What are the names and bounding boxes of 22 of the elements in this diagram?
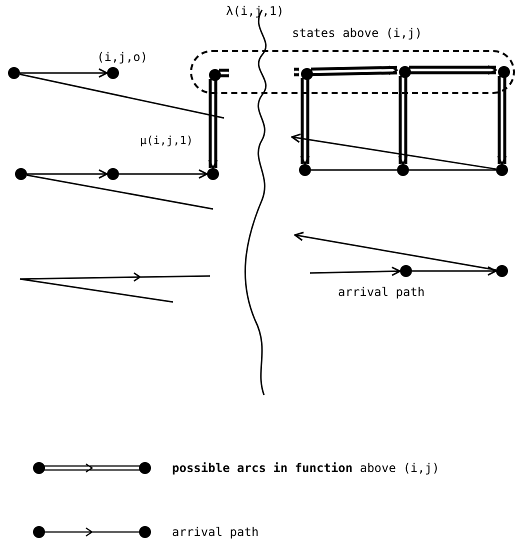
arrow-line (20, 68, 108, 78)
edge-label: μ(i,j,1) (140, 133, 193, 150)
arrow-line (412, 266, 497, 276)
arrow-line (27, 169, 108, 179)
double-arrow-line (300, 76, 310, 166)
double-arrow-line (408, 65, 498, 75)
double-arrow-line (292, 68, 300, 76)
arrow-line (291, 134, 496, 170)
text-label: λ(i,j,1) (226, 3, 284, 20)
legend-text: arrival path (172, 524, 259, 539)
node-caption: (i,j,o) (97, 49, 148, 66)
arrow-line (119, 169, 208, 179)
legend-text: possible arcs in function above (i,j) (172, 460, 440, 477)
double-arrow-line (497, 74, 507, 166)
double-arrow-line (208, 78, 218, 170)
text-label: arrival path (338, 284, 425, 301)
double-arrow-line (309, 65, 399, 76)
double-arrow-line (398, 74, 408, 166)
region-heading: states above (i,j) (292, 25, 422, 42)
arrow-line (294, 232, 496, 271)
double-arrow-line (218, 68, 230, 78)
arrow-line (310, 266, 401, 276)
